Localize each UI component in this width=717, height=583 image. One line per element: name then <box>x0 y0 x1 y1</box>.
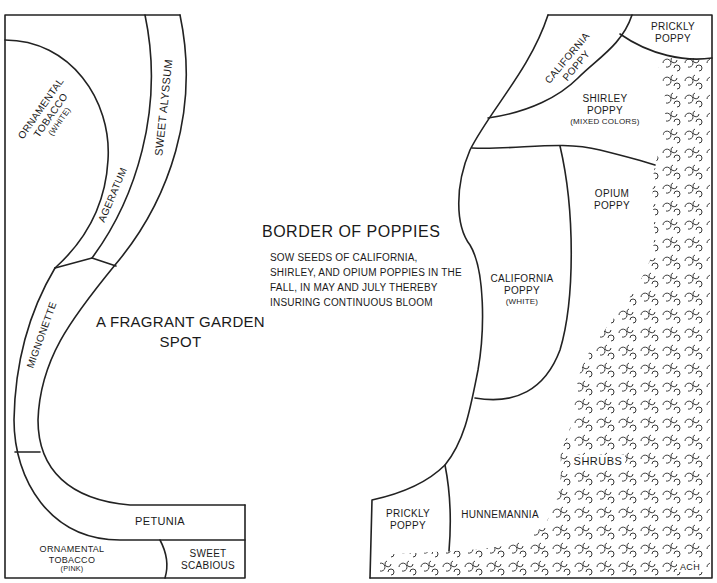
garden-bed: PRICKLY POPPY <box>380 508 436 532</box>
bed-label: SHIRLEY POPPY <box>565 93 645 117</box>
bed-label: CALIFORNIA POPPY <box>489 273 555 297</box>
bed-label: MIGNONETTE <box>22 293 62 376</box>
garden-bed: AGERATUM <box>95 163 131 227</box>
bed-label: PRICKLY POPPY <box>380 508 436 532</box>
bed-label: SWEET SCABIOUS <box>176 548 240 572</box>
bed-label: OPIUM POPPY <box>582 188 642 212</box>
garden-bed: PETUNIA <box>125 515 195 528</box>
bed-divider <box>445 465 450 551</box>
bed-border <box>14 268 245 540</box>
bed-label: SWEET ALYSSUM <box>152 53 177 164</box>
garden-bed: MIGNONETTE <box>22 293 62 376</box>
bed-divider <box>55 258 116 268</box>
garden-bed: ORNAMENTAL TOBACCO(PINK) <box>26 544 118 574</box>
frame-line <box>370 15 712 578</box>
section-title: A FRAGRANT GARDEN SPOT <box>88 312 273 353</box>
bed-note: (MIXED COLORS) <box>565 117 645 127</box>
bed-divider <box>475 146 571 400</box>
bed-note: (PINK) <box>26 565 118 574</box>
garden-bed: SHIRLEY POPPY(MIXED COLORS) <box>565 93 645 127</box>
bed-border <box>370 15 548 578</box>
bed-border <box>92 15 151 258</box>
bed-note: (WHITE) <box>489 297 555 307</box>
bed-label: HUNNEMANNIA <box>458 509 542 521</box>
frame-line <box>5 15 245 578</box>
region-label: SHRUBS <box>571 455 626 468</box>
bed-label: ORNAMENTAL TOBACCO <box>26 544 118 566</box>
garden-bed: PRICKLY POPPY <box>643 21 703 45</box>
garden-bed: SWEET ALYSSUM <box>152 53 177 164</box>
bed-border <box>38 15 245 505</box>
bed-divider <box>160 540 167 578</box>
planting-note: SOW SEEDS OF CALIFORNIA, SHIRLEY, AND OP… <box>270 250 465 310</box>
garden-bed: HUNNEMANNIA <box>458 509 542 521</box>
artist-initials: ACH <box>677 562 703 573</box>
bed-divider <box>15 451 40 453</box>
bed-border <box>5 40 108 268</box>
garden-bed: SWEET SCABIOUS <box>176 548 240 572</box>
bed-label: PRICKLY POPPY <box>643 21 703 45</box>
garden-bed: CALIFORNIA POPPY(WHITE) <box>489 273 555 307</box>
section-title: BORDER OF POPPIES <box>262 222 462 241</box>
bed-label: AGERATUM <box>95 163 131 227</box>
shrub-area <box>380 58 710 576</box>
garden-bed: ORNAMENTAL TOBACCO(WHITE) <box>14 74 85 156</box>
bed-label: PETUNIA <box>125 515 195 528</box>
garden-bed: OPIUM POPPY <box>582 188 642 212</box>
